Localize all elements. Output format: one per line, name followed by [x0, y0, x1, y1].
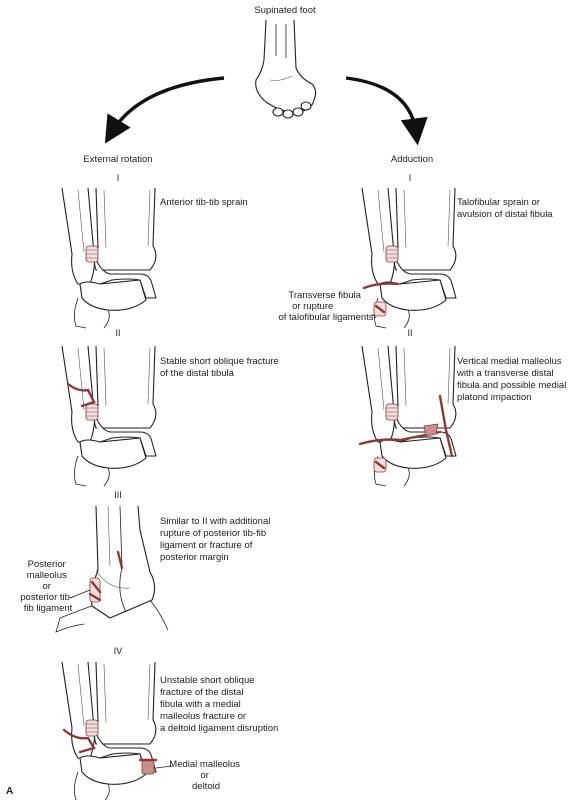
- label-add-1-line: or rupture: [292, 301, 333, 312]
- medial-malleolus-vertical-mark: [438, 394, 454, 458]
- caption-add-2-line: with a transverse distal: [456, 368, 554, 379]
- label-er-3-line: Posterior: [28, 559, 66, 570]
- panel-letter: A: [6, 786, 13, 797]
- caption-er-3-line: ligament or fracture of: [160, 540, 253, 551]
- caption-er-3-line: Similar to II with additional: [160, 516, 270, 527]
- caption-er-4-line: Unstable short oblique: [160, 675, 255, 686]
- caption-add-1-line: avulsion of distal fibula: [457, 209, 553, 220]
- stage-numeral-er-1: I: [117, 173, 120, 183]
- pointer-er-3: [69, 589, 91, 599]
- stage-numeral-add-2: II: [407, 328, 412, 338]
- caption-add-2-line: fibula and possible medial: [457, 380, 566, 391]
- figure-title: Supinated foot: [254, 5, 316, 16]
- medial-malleolus-mark: [141, 759, 155, 775]
- caption-er-2: Stable short oblique fracture of the dis…: [160, 356, 281, 379]
- label-add-1-line: of talofibular ligaments: [278, 312, 373, 323]
- pointer-add-1: [371, 313, 377, 319]
- stage-numeral-er-2: II: [115, 328, 120, 338]
- caption-er-4-line: fibula with a medial: [160, 699, 241, 710]
- label-er-4-line: deltoid: [192, 781, 220, 792]
- label-er-4-line: or: [200, 770, 208, 781]
- ankle-add-stage-1: [361, 187, 457, 329]
- column-heading-external-rotation: External rotation: [83, 154, 152, 165]
- caption-er-4-line: malleolus fracture or: [160, 711, 246, 722]
- fibula-fracture-mark: [66, 382, 96, 408]
- caption-er-4-line: fracture of the distal: [160, 687, 243, 698]
- caption-er-2-line: of the distal tibula: [160, 368, 235, 379]
- stage-numeral-er-3: III: [114, 490, 122, 500]
- caption-add-2-line: Vertical medial malleolus: [457, 356, 562, 367]
- caption-er-1-line: Anterior tib-tib sprain: [160, 197, 248, 208]
- column-heading-adduction: Adduction: [391, 154, 433, 165]
- stage-numeral-er-4: IV: [114, 646, 123, 656]
- supinated-foot-icon: [255, 19, 317, 119]
- label-er-3-line: malleolus: [27, 570, 67, 581]
- caption-er-4-line: a deltoid ligament disruption: [160, 723, 278, 734]
- ankle-er-stage-2: [61, 345, 157, 487]
- label-er-3-line: fib ligament: [24, 603, 73, 614]
- ankle-er-stage-4: [61, 661, 158, 800]
- pointer-er-4: [155, 765, 173, 769]
- label-add-1-line: Transverse fibula: [288, 290, 361, 301]
- fibula-transverse-mark: [358, 430, 442, 446]
- caption-er-3: Similar to II with additional rupture of…: [160, 516, 273, 563]
- caption-er-1: Anterior tib-tib sprain: [160, 197, 248, 208]
- label-add-1: Transverse fibula or rupture of talofibu…: [278, 290, 373, 323]
- ankle-er-stage-1: [61, 187, 157, 329]
- label-er-3-line: or: [42, 581, 50, 592]
- caption-add-1: Talofibular sprain or avulsion of distal…: [457, 197, 553, 220]
- caption-add-2: Vertical medial malleolus with a transve…: [456, 356, 569, 403]
- fibula-fracture-mark: [62, 728, 96, 754]
- caption-er-3-line: rupture of posterior tib-fib: [160, 528, 266, 539]
- caption-er-2-line: Stable short oblique fracture: [160, 356, 279, 367]
- caption-er-4: Unstable short oblique fracture of the d…: [160, 675, 278, 734]
- curved-arrow-icon-right: [345, 76, 428, 146]
- caption-add-2-line: platond impaction: [457, 392, 531, 403]
- stage-numeral-add-1: I: [409, 173, 412, 183]
- ankle-add-stage-2: [358, 345, 457, 487]
- fibula-transverse-mark: [362, 282, 400, 290]
- caption-add-1-line: Talofibular sprain or: [457, 197, 540, 208]
- label-er-4-line: Medial malleolus: [169, 759, 240, 770]
- label-er-3: Posterior malleolus or posterior tib- fi…: [20, 559, 75, 614]
- caption-er-3-line: posterior margin: [160, 552, 229, 563]
- label-er-4: Medial malleolus or deltoid: [169, 759, 242, 792]
- label-er-3-line: posterior tib-: [20, 592, 73, 603]
- curved-arrow-icon-left: [104, 76, 225, 144]
- ankle-er-stage-3: [55, 505, 169, 633]
